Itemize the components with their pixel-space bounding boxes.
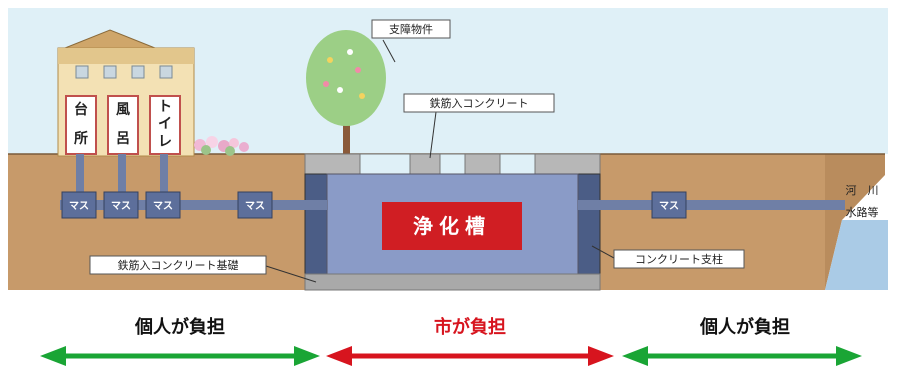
arrow-right-green <box>622 346 862 366</box>
room-kitchen-char-1: 台 <box>74 101 88 118</box>
room-toilet-char-1: ト <box>158 99 172 115</box>
tank-label-text: 浄化槽 <box>413 214 491 238</box>
room-bath-char-1: 風 <box>116 102 130 118</box>
mas-box-label: マス <box>153 200 173 212</box>
room-kitchen: 台 所 <box>65 95 97 155</box>
callout-obstacle-text: 支障物件 <box>389 22 433 36</box>
responsibility-right-label: 個人が負担 <box>699 316 790 338</box>
tree <box>306 30 386 156</box>
callout-rebar-foundation-text: 鉄筋入コンクリート基礎 <box>118 258 239 272</box>
mas-box: マス <box>103 191 139 219</box>
room-toilet: ト イ レ <box>149 95 181 155</box>
room-bath: 風 呂 <box>107 95 139 155</box>
callout-obstacle: 支障物件 <box>371 19 451 63</box>
room-toilet-char-3: レ <box>158 134 172 150</box>
river-label-line1: 河 川 <box>846 184 879 197</box>
responsibility-center-label: 市が負担 <box>434 316 506 338</box>
callout-concrete-pillar-text: コンクリート支柱 <box>635 252 723 266</box>
mas-box-label: マス <box>111 200 131 212</box>
callout-rebar-concrete-text: 鉄筋入コンクリート <box>430 96 529 110</box>
pipes <box>60 154 845 210</box>
mas-box-label: マス <box>659 200 679 212</box>
room-kitchen-char-2: 所 <box>74 130 88 147</box>
flowers <box>194 136 249 156</box>
responsibility-left-label: 個人が負担 <box>134 316 225 338</box>
callout-rebar-foundation: 鉄筋入コンクリート基礎 <box>89 255 317 283</box>
river-label: 河 川 水路等 <box>846 184 879 219</box>
mas-box: マス <box>651 191 687 219</box>
mas-box: マス <box>145 191 181 219</box>
mas-box: マス <box>61 191 97 219</box>
mas-box-label: マス <box>245 200 265 212</box>
mas-box: マス <box>237 191 273 219</box>
river-label-line2: 水路等 <box>846 205 879 219</box>
soil-right <box>600 154 825 290</box>
room-bath-char-2: 呂 <box>116 131 130 147</box>
callout-rebar-concrete: 鉄筋入コンクリート <box>403 93 555 159</box>
river-bank <box>825 154 885 290</box>
callout-concrete-pillar: コンクリート支柱 <box>591 245 745 269</box>
mas-box-label: マス <box>69 200 89 212</box>
room-toilet-char-2: イ <box>158 116 172 132</box>
arrow-left-green <box>40 346 320 366</box>
arrow-center-red <box>326 346 614 366</box>
river-water <box>825 220 888 290</box>
tank-label: 浄化槽 <box>382 202 522 250</box>
